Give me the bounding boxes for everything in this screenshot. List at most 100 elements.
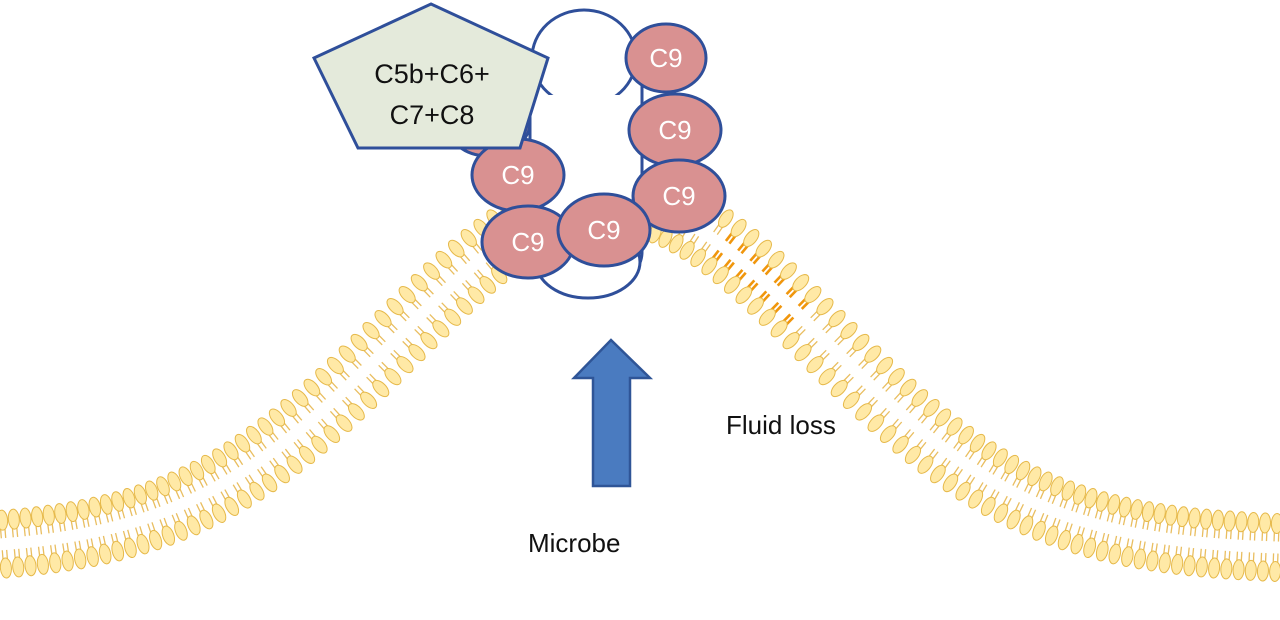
lipid-head <box>199 509 214 530</box>
lipid-head <box>780 262 797 280</box>
microbe-arrow <box>571 338 654 488</box>
lipid-head <box>806 355 824 374</box>
lipid-head <box>892 435 909 454</box>
lipid-head <box>864 345 882 363</box>
lipid-head <box>12 556 25 578</box>
lipid-head <box>350 333 368 352</box>
complex-label-line1: C5b+C6+ <box>374 59 490 89</box>
lipid-head <box>435 250 453 269</box>
lipid-head <box>298 445 316 464</box>
lipid-head <box>362 322 380 340</box>
lipid-head <box>372 379 390 398</box>
lipid-head <box>144 480 159 501</box>
lipid-head <box>1057 529 1071 551</box>
lipid-head <box>1200 508 1213 530</box>
lipid-head <box>758 308 776 326</box>
lipid-head <box>804 285 822 304</box>
lipid-head <box>398 285 416 304</box>
lipid-head <box>432 320 450 338</box>
lipid-head <box>767 250 785 269</box>
lipid-head <box>930 464 946 484</box>
lipid-head <box>735 286 753 304</box>
lipid-head <box>1270 512 1280 534</box>
lipid-head <box>149 529 163 551</box>
lipid-head <box>274 464 290 484</box>
complex-pentagon <box>311 2 550 150</box>
lipid-head <box>723 276 741 294</box>
c9-ellipse <box>556 192 652 268</box>
lipid-head <box>917 455 934 474</box>
lipid-head <box>98 543 112 565</box>
lipid-head <box>1015 460 1031 481</box>
lipid-head <box>1118 496 1132 518</box>
microbe-label: Microbe <box>528 528 620 558</box>
lipid-head <box>816 298 834 316</box>
lipid-head <box>200 454 216 475</box>
lipid-head <box>236 489 252 509</box>
c9-ellipse <box>631 158 727 234</box>
c9-subunit: C9 <box>480 204 576 280</box>
lipid-head <box>730 218 747 238</box>
lipid-head <box>460 229 477 248</box>
lipid-head <box>1032 520 1046 541</box>
lipid-head <box>690 248 706 268</box>
lipid-head <box>1084 488 1098 509</box>
lipid-head <box>303 378 321 397</box>
lipid-head <box>189 460 205 481</box>
lipid-head <box>1083 537 1097 559</box>
lipid-head <box>1004 454 1020 475</box>
lipid-head <box>1141 501 1155 523</box>
lipid-head <box>1269 560 1280 582</box>
lipid-head <box>934 408 952 427</box>
lipid-head <box>360 391 378 409</box>
lipid-head <box>792 274 810 292</box>
lipid-head <box>1107 494 1121 515</box>
lipid-head <box>178 466 193 487</box>
lipid-head <box>743 229 760 248</box>
lipid-head <box>1044 525 1059 546</box>
lipid-head <box>1188 507 1201 529</box>
lipid-head <box>123 537 137 559</box>
lipid-head <box>958 425 974 445</box>
c9-subunits: C9C9C9C9C9C9C9 <box>444 22 727 280</box>
lipid-head <box>73 548 87 570</box>
lipid-head <box>335 414 353 432</box>
lipid-head <box>447 239 465 258</box>
lipid-head <box>1153 503 1166 524</box>
lipid-head <box>1070 533 1084 555</box>
lipid-head <box>1146 550 1159 572</box>
lipid-head <box>396 355 414 374</box>
lipid-head <box>0 557 12 579</box>
lipid-head <box>852 333 870 352</box>
lipid-head <box>1176 506 1189 528</box>
lipid-head <box>1050 476 1064 497</box>
lipid-head <box>374 310 392 328</box>
lipid-head <box>923 399 940 417</box>
lipid-head <box>54 503 67 524</box>
lipid-head <box>7 508 20 530</box>
lipid-head <box>1195 556 1208 578</box>
lipid-head <box>326 356 344 375</box>
lipid-head <box>1038 471 1053 492</box>
lipid-head <box>876 356 894 375</box>
lipid-head <box>24 555 37 577</box>
lipid-head <box>955 481 971 501</box>
lipid-head <box>668 234 684 254</box>
lipid-head <box>1133 548 1147 570</box>
up-arrow <box>571 338 654 488</box>
lipid-head <box>444 308 462 326</box>
lipid-head <box>1061 480 1076 501</box>
lipid-head <box>408 343 426 362</box>
c9-label: C9 <box>511 227 544 257</box>
lipid-head <box>747 297 764 315</box>
c9-subunit: C9 <box>627 92 723 168</box>
lipid-head <box>1095 491 1109 512</box>
lipid-head <box>1095 540 1109 562</box>
lipid-head <box>840 322 858 340</box>
lipid-head <box>223 441 239 461</box>
lipid-head <box>161 525 176 546</box>
lipid-head <box>946 417 963 436</box>
lipid-head <box>280 399 297 417</box>
lipid-head <box>1158 552 1171 574</box>
